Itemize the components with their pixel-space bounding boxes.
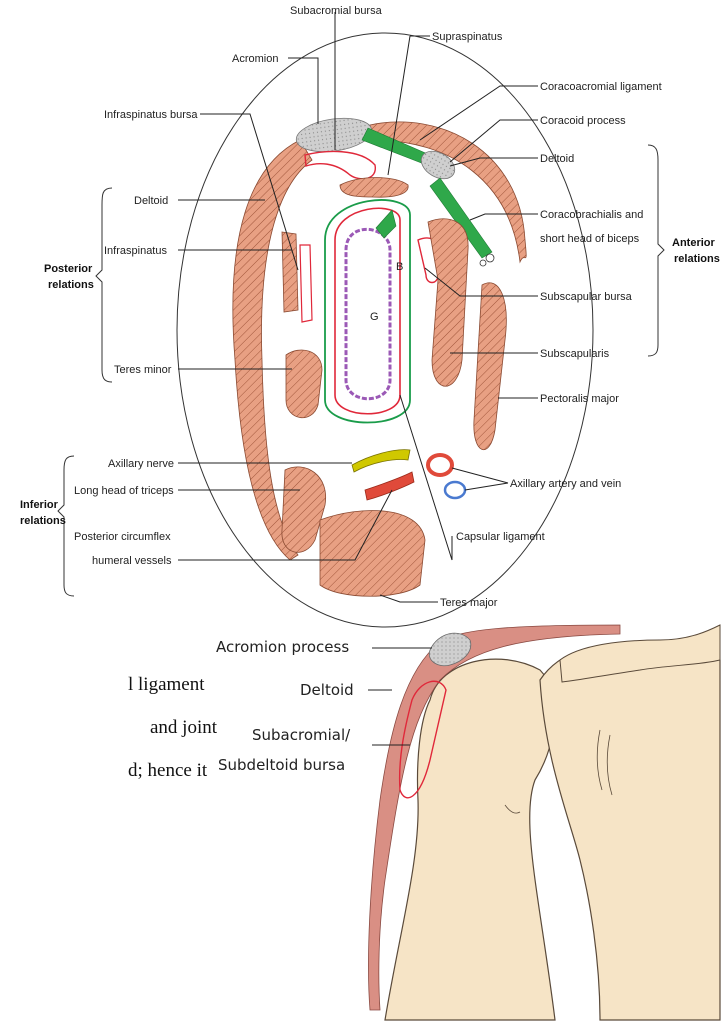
supraspinatus-muscle	[340, 178, 408, 198]
label-posterior-circumflex-line2: humeral vessels	[92, 555, 172, 567]
subscapularis-muscle	[428, 219, 468, 386]
axillary-nerve-shape	[352, 450, 410, 472]
prose-fragments: l ligament and joint d; hence it	[128, 674, 218, 781]
label-subacromial-line1: Subacromial/	[252, 726, 351, 744]
label-infraspinatus-bursa: Infraspinatus bursa	[104, 109, 198, 121]
axillary-vein-shape	[445, 482, 465, 498]
label-capsular-ligament: Capsular ligament	[456, 531, 545, 543]
posterior-bracket	[96, 188, 112, 382]
group-posterior-line1: Posterior	[44, 263, 93, 275]
cross-section-diagram: G B	[20, 5, 720, 627]
label-infraspinatus: Infraspinatus	[104, 245, 167, 257]
posterior-circumflex-vessels	[365, 472, 414, 500]
label-coracoacromial-ligament: Coracoacromial ligament	[540, 81, 662, 93]
label-subscapular-bursa: Subscapular bursa	[540, 291, 633, 303]
label-coracoid-process: Coracoid process	[540, 115, 626, 127]
prose-line-1: l ligament	[128, 674, 205, 695]
label-coracobrachialis-line1: Coracobrachialis and	[540, 209, 643, 221]
label-supraspinatus: Supraspinatus	[432, 31, 503, 43]
label-teres-major: Teres major	[440, 597, 498, 609]
label-b: B	[396, 261, 403, 273]
label-long-head-triceps: Long head of triceps	[74, 485, 174, 497]
label-deltoid-bottom: Deltoid	[300, 681, 354, 699]
axillary-artery-shape	[428, 455, 452, 475]
scapula-bone	[540, 645, 720, 1020]
pectoralis-major-muscle	[474, 283, 506, 450]
prose-line-2: and joint	[150, 717, 218, 738]
label-deltoid-right: Deltoid	[540, 153, 574, 165]
prose-line-3: d; hence it	[128, 760, 208, 781]
subacromial-bursa-shape	[305, 151, 375, 178]
label-teres-minor: Teres minor	[114, 364, 172, 376]
label-subacromial-bursa: Subacromial bursa	[290, 5, 383, 17]
group-anterior-line1: Anterior	[672, 237, 716, 249]
anterior-bracket	[648, 145, 664, 356]
label-coracobrachialis-line2: short head of biceps	[540, 233, 640, 245]
label-acromion-process: Acromion process	[216, 638, 349, 656]
coracobrachialis-tendon	[486, 254, 494, 262]
label-posterior-circumflex-line1: Posterior circumflex	[74, 531, 171, 543]
group-inferior-line1: Inferior	[20, 499, 59, 511]
teres-major-muscle	[320, 510, 425, 596]
biceps-tendon	[480, 260, 486, 266]
group-posterior-line2: relations	[48, 279, 94, 291]
label-subscapularis: Subscapularis	[540, 348, 610, 360]
group-inferior-line2: relations	[20, 515, 66, 527]
shoulder-illustration: Acromion process Deltoid Subacromial/ Su…	[216, 625, 720, 1020]
label-g: G	[370, 311, 379, 323]
label-pectoralis-major: Pectoralis major	[540, 393, 619, 405]
long-head-triceps-muscle	[282, 467, 326, 552]
label-axillary-artery-vein: Axillary artery and vein	[510, 478, 621, 490]
label-axillary-nerve: Axillary nerve	[108, 458, 174, 470]
label-acromion: Acromion	[232, 53, 278, 65]
label-subacromial-line2: Subdeltoid bursa	[218, 756, 345, 774]
group-anterior-line2: relations	[674, 253, 720, 265]
humeral-head-cartilage	[346, 229, 390, 398]
teres-minor-muscle	[286, 350, 322, 418]
label-deltoid-left: Deltoid	[134, 195, 168, 207]
infraspinatus-bursa-shape	[300, 245, 312, 322]
